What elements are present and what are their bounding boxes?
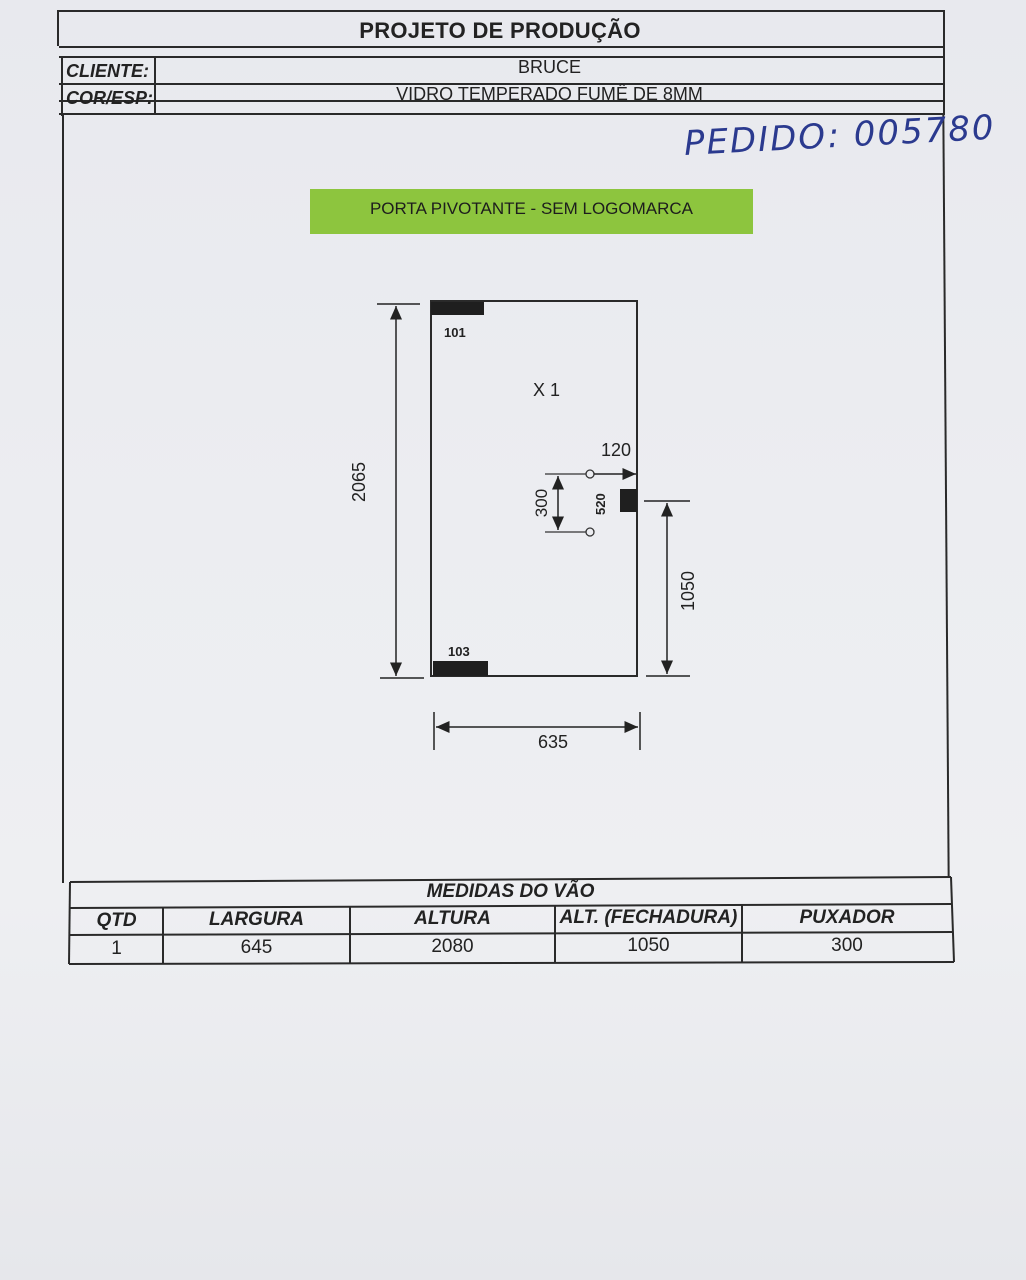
client-value: BRUCE — [517, 57, 581, 77]
measurements-table-grid — [68, 876, 955, 965]
header-largura: LARGURA — [209, 909, 304, 930]
client-label: CLIENTE: — [66, 61, 149, 81]
product-type-text: PORTA PIVOTANTE - SEM LOGOMARCA — [369, 198, 694, 218]
cell-puxador: 300 — [831, 935, 863, 956]
top-hinge-label: 101 — [444, 325, 466, 340]
cell-alt-fechadura: 1050 — [627, 935, 670, 956]
handle-hole-bottom — [585, 527, 595, 537]
width-dimension: 635 — [538, 732, 568, 752]
document-title: PROJETO DE PRODUÇÃO — [359, 18, 641, 43]
bottom-hinge-label: 103 — [448, 644, 470, 659]
bottom-hinge-cutout — [433, 661, 488, 676]
color-spec-value: VIDRO TEMPERADO FUMÊ DE 8MM — [396, 84, 703, 104]
quantity-mark: X 1 — [533, 380, 560, 400]
handle-hole-top — [585, 469, 595, 479]
glass-panel-outline — [430, 300, 638, 677]
top-hinge-cutout — [431, 302, 484, 315]
header-alt-fechadura: ALT. (FECHADURA) — [559, 907, 738, 928]
lock-height-dimension: 1050 — [678, 571, 698, 611]
color-spec-label: COR/ESP: — [66, 88, 154, 108]
header-puxador: PUXADOR — [799, 907, 895, 928]
handle-offset-dimension: 120 — [601, 440, 631, 460]
handle-length-dimension: 300 — [532, 489, 551, 517]
lock-cutout — [620, 489, 637, 512]
cell-altura: 2080 — [431, 936, 474, 957]
header-altura: ALTURA — [414, 908, 491, 929]
cell-qtd: 1 — [111, 938, 122, 959]
header-qtd: QTD — [96, 910, 137, 931]
lock-label: 520 — [593, 493, 608, 515]
height-dimension: 2065 — [349, 462, 369, 502]
product-type-banner: PORTA PIVOTANTE - SEM LOGOMARCA — [310, 189, 753, 234]
cell-largura: 645 — [240, 937, 273, 958]
measurements-title: MEDIDAS DO VÃO — [426, 881, 595, 902]
